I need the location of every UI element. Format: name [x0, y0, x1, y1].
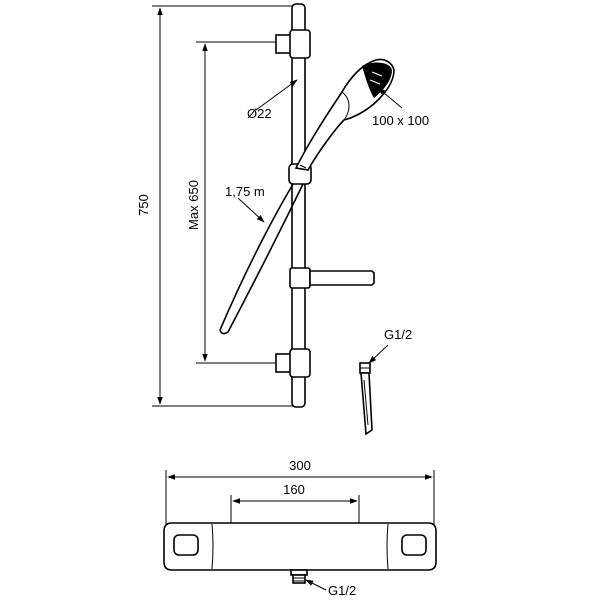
mixer-left-handle-seam: [211, 523, 214, 570]
label-max-650: Max 650: [186, 180, 201, 230]
hose-inner-edge: [227, 179, 306, 333]
lower-bracket-clamp: [289, 348, 311, 378]
slide-rail: [291, 3, 306, 408]
mixer-right-handle-window: [401, 534, 427, 556]
mixer-right-handle-seam: [386, 523, 389, 570]
soap-dish-tray: [309, 270, 375, 286]
leader-head-size: [377, 87, 403, 109]
dimension-width-centers: 160: [230, 482, 360, 524]
thermostatic-mixer: [163, 522, 437, 571]
upper-bracket-clamp: [289, 29, 311, 59]
leader-hose-length: [237, 197, 265, 223]
rail-bar: [291, 3, 306, 408]
soap-dish: [289, 267, 375, 289]
label-head-size: 100 x 100: [372, 113, 429, 128]
leader-rail-diameter: [255, 79, 298, 111]
leader-hose-thread: [368, 344, 389, 364]
label-rail-diameter: Ø22: [247, 106, 272, 121]
callout-hose-length: 1,75 m: [225, 184, 265, 223]
label-750: 750: [136, 194, 151, 216]
dimension-height-total: 750: [136, 5, 297, 407]
hose-outer-edge: [219, 175, 299, 331]
mixer-body: [163, 522, 437, 571]
outlet-thread: [292, 574, 306, 584]
hand-shower-spray-face: [362, 62, 392, 98]
callout-rail-diameter: Ø22: [247, 79, 298, 121]
upper-wall-bracket: [275, 29, 311, 59]
lower-wall-bracket: [275, 348, 311, 378]
shower-hose: [219, 175, 306, 335]
dimension-height-max: Max 650: [186, 41, 276, 364]
hand-shower: [294, 58, 395, 171]
leader-outlet-thread: [305, 579, 327, 591]
label-hose-length: 1,75 m: [225, 184, 265, 199]
label-hose-thread: G1/2: [384, 327, 412, 342]
callout-head-size: 100 x 100: [372, 87, 429, 128]
connector-hose-detail: [363, 379, 369, 426]
spray-face-highlight-2: [369, 79, 381, 85]
soap-dish-clamp: [289, 267, 311, 289]
hand-shower-head-seam: [341, 91, 350, 121]
label-160: 160: [283, 482, 305, 497]
spray-face-highlight-1: [371, 71, 383, 77]
hose-end: [219, 329, 229, 335]
dimension-width-total: 300: [165, 458, 435, 530]
hose-connector-detail: G1/2: [359, 327, 412, 436]
hand-shower-grip-line: [299, 164, 307, 169]
mixer-left-handle-window: [173, 534, 199, 556]
label-outlet-thread: G1/2: [328, 583, 356, 598]
label-300: 300: [289, 458, 311, 473]
mixer-outlet: G1/2: [290, 569, 356, 598]
